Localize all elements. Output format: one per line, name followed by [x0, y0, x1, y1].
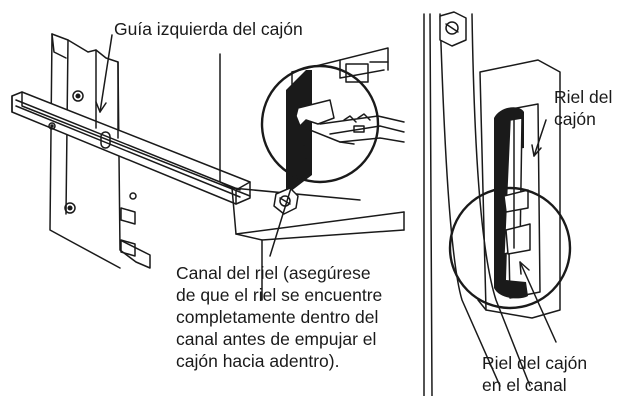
- left-guide-arrowhead: [95, 101, 107, 113]
- rail-channel-label-line: canal antes de empujar el: [176, 329, 377, 349]
- rail-channel-label-line: Canal del riel (asegúrese: [176, 263, 371, 283]
- rail-channel-arrowhead: [295, 145, 307, 159]
- drawer-rail-leader: [533, 119, 547, 157]
- rail-in-channel-illustration: [423, 11, 572, 396]
- rail-in-channel-arrowhead: [519, 261, 530, 275]
- rail-in-channel-leader: [519, 261, 557, 343]
- drawer-rail-label-line: Riel del: [554, 87, 613, 107]
- rail-in-channel-label: Riel del cajón en el canal: [482, 352, 587, 396]
- rail-channel-label-line: de que el riel se encuentre: [176, 285, 383, 305]
- drawer-rail-label: Riel del cajón: [554, 86, 612, 130]
- left-guide-illustration: [11, 33, 251, 269]
- rail-in-channel-label-line: en el canal: [482, 375, 567, 395]
- rail-channel-leader: [269, 145, 305, 257]
- drawer-rail-label-line: cajón: [554, 109, 596, 129]
- left-guide-leader: [99, 34, 113, 113]
- left-guide-label: Guía izquierda del cajón: [114, 19, 303, 39]
- rail-channel-label-line: cajón hacia adentro).: [176, 351, 340, 371]
- rail-channel-label-line: completamente dentro del: [176, 307, 379, 327]
- rail-in-channel-label-line: Riel del cajón: [482, 353, 588, 373]
- rail-channel-label: Canal del riel (asegúrese de que el riel…: [176, 262, 382, 372]
- rail-channel-illustration: [219, 47, 405, 301]
- drawer-rail-arrowhead: [531, 144, 542, 157]
